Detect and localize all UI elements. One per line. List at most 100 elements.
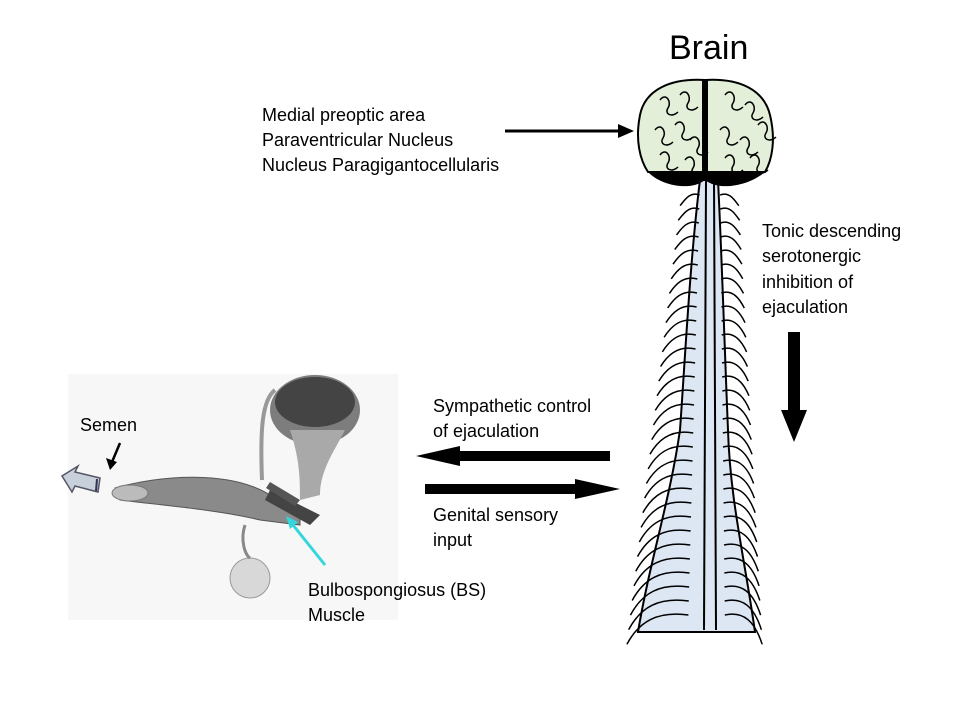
nerve-branch <box>635 543 691 572</box>
brain-gyrus <box>757 121 777 141</box>
nerve-branch <box>720 277 745 294</box>
nerve-branch <box>719 193 740 207</box>
nerve-branch <box>642 487 692 514</box>
nerve-branch <box>724 557 760 587</box>
sensory-line-1: Genital sensory <box>433 505 559 525</box>
nerve-branch <box>649 431 694 455</box>
brain-gyrus <box>674 121 694 141</box>
brain-gyrus <box>684 156 704 176</box>
brain-gyrus <box>689 136 709 156</box>
brain-gyrus <box>659 96 679 116</box>
brain-gyrus <box>679 91 699 111</box>
descending-line-3: inhibition of <box>762 272 854 292</box>
nerve-branch <box>663 319 697 338</box>
regions-to-brain-arrow <box>505 124 634 138</box>
nerve-branch <box>674 235 699 250</box>
semen-label: Semen <box>80 415 138 435</box>
descending-line-2: serotonergic <box>762 246 862 266</box>
sympathetic-line-2: of ejaculation <box>433 421 540 441</box>
muscle-line-1: Bulbospongiosus (BS) <box>308 580 487 600</box>
nerve-branch <box>636 529 691 557</box>
sensory-line-2: input <box>433 530 473 550</box>
nerve-branch <box>661 333 697 353</box>
nerve-branch <box>645 459 693 484</box>
nerve-branch <box>631 571 690 601</box>
nerve-branch <box>723 515 758 543</box>
nerve-branch <box>626 613 689 645</box>
nerve-branch <box>721 305 746 323</box>
nerve-branch <box>721 347 749 367</box>
nerve-branch <box>665 305 697 324</box>
nerve-branch <box>724 613 763 645</box>
nerve-branch <box>668 277 698 294</box>
nerve-branch <box>633 557 690 587</box>
muscle-pointer-arrow <box>286 516 327 566</box>
nerve-branch <box>651 417 694 440</box>
nerve-branch <box>638 515 692 543</box>
brain-title: Brain <box>669 29 749 67</box>
nerve-branch <box>723 487 756 513</box>
nerve-branch <box>670 263 698 280</box>
nerve-branch <box>720 235 742 250</box>
brain-gyrus <box>724 91 744 111</box>
nerve-branch <box>722 403 752 426</box>
brain-gyrus <box>719 126 739 146</box>
descending-line-4: ejaculation <box>762 297 849 317</box>
nerve-branch <box>672 249 699 265</box>
semen-pointer-arrow <box>106 442 122 470</box>
nerve-branch <box>720 263 744 280</box>
nerve-branch <box>720 221 742 236</box>
nerve-branch <box>721 291 745 309</box>
nerve-branch <box>722 445 754 470</box>
nerve-branch <box>721 333 748 353</box>
nerve-branch <box>720 207 741 221</box>
nerve-branch <box>721 361 749 382</box>
nerve-branch <box>721 319 747 338</box>
sympathetic-arrow <box>416 446 610 466</box>
brain-gyrus <box>659 151 679 171</box>
nerve-branch <box>722 431 753 455</box>
nerve-branch <box>723 501 757 528</box>
descending-line-1: Tonic descending <box>762 221 902 241</box>
nerve-branch <box>656 375 695 397</box>
sympathetic-line-1: Sympathetic control <box>433 396 592 416</box>
region-pvn: Paraventricular Nucleus <box>262 130 454 150</box>
reproductive-anatomy <box>111 375 360 599</box>
nerve-branch <box>720 249 743 265</box>
brain-gyrus <box>654 126 674 146</box>
region-mpoa: Medial preoptic area <box>262 105 426 125</box>
nerve-branch <box>724 599 763 630</box>
nerve-branch <box>654 389 695 411</box>
nerve-branch <box>724 571 761 601</box>
nerve-branch <box>659 347 696 367</box>
nerve-branch <box>722 417 752 440</box>
nerve-branch <box>722 389 751 411</box>
nerve-branch <box>723 473 756 499</box>
nerve-branch <box>721 375 750 397</box>
nerve-branch <box>677 207 700 221</box>
sensory-input-arrow <box>425 479 620 499</box>
nerve-branch <box>723 543 759 572</box>
region-npgi: Nucleus Paragigantocellularis <box>262 155 500 175</box>
brain-gyrus <box>744 101 764 121</box>
nerve-branch <box>722 459 755 484</box>
nerve-branch <box>647 445 694 470</box>
brain-gyrus <box>724 154 744 174</box>
nerve-branch <box>629 585 690 616</box>
brain-gyrus <box>749 154 769 174</box>
muscle-line-2: Muscle <box>308 605 366 625</box>
nerve-branch <box>675 221 700 236</box>
descending-inhibition-arrow <box>781 332 807 442</box>
nerve-branch <box>723 529 759 557</box>
nerve-branch <box>658 361 696 382</box>
nerve-branch <box>643 473 693 499</box>
nerve-branch <box>628 599 689 631</box>
brain-illustration <box>637 78 777 187</box>
nerve-branch <box>652 403 695 426</box>
nerve-branch <box>667 291 698 309</box>
nerve-branch <box>679 193 700 207</box>
semen-outflow-arrow <box>60 463 101 494</box>
nerve-branch <box>724 585 762 616</box>
nerve-branch <box>640 501 692 528</box>
